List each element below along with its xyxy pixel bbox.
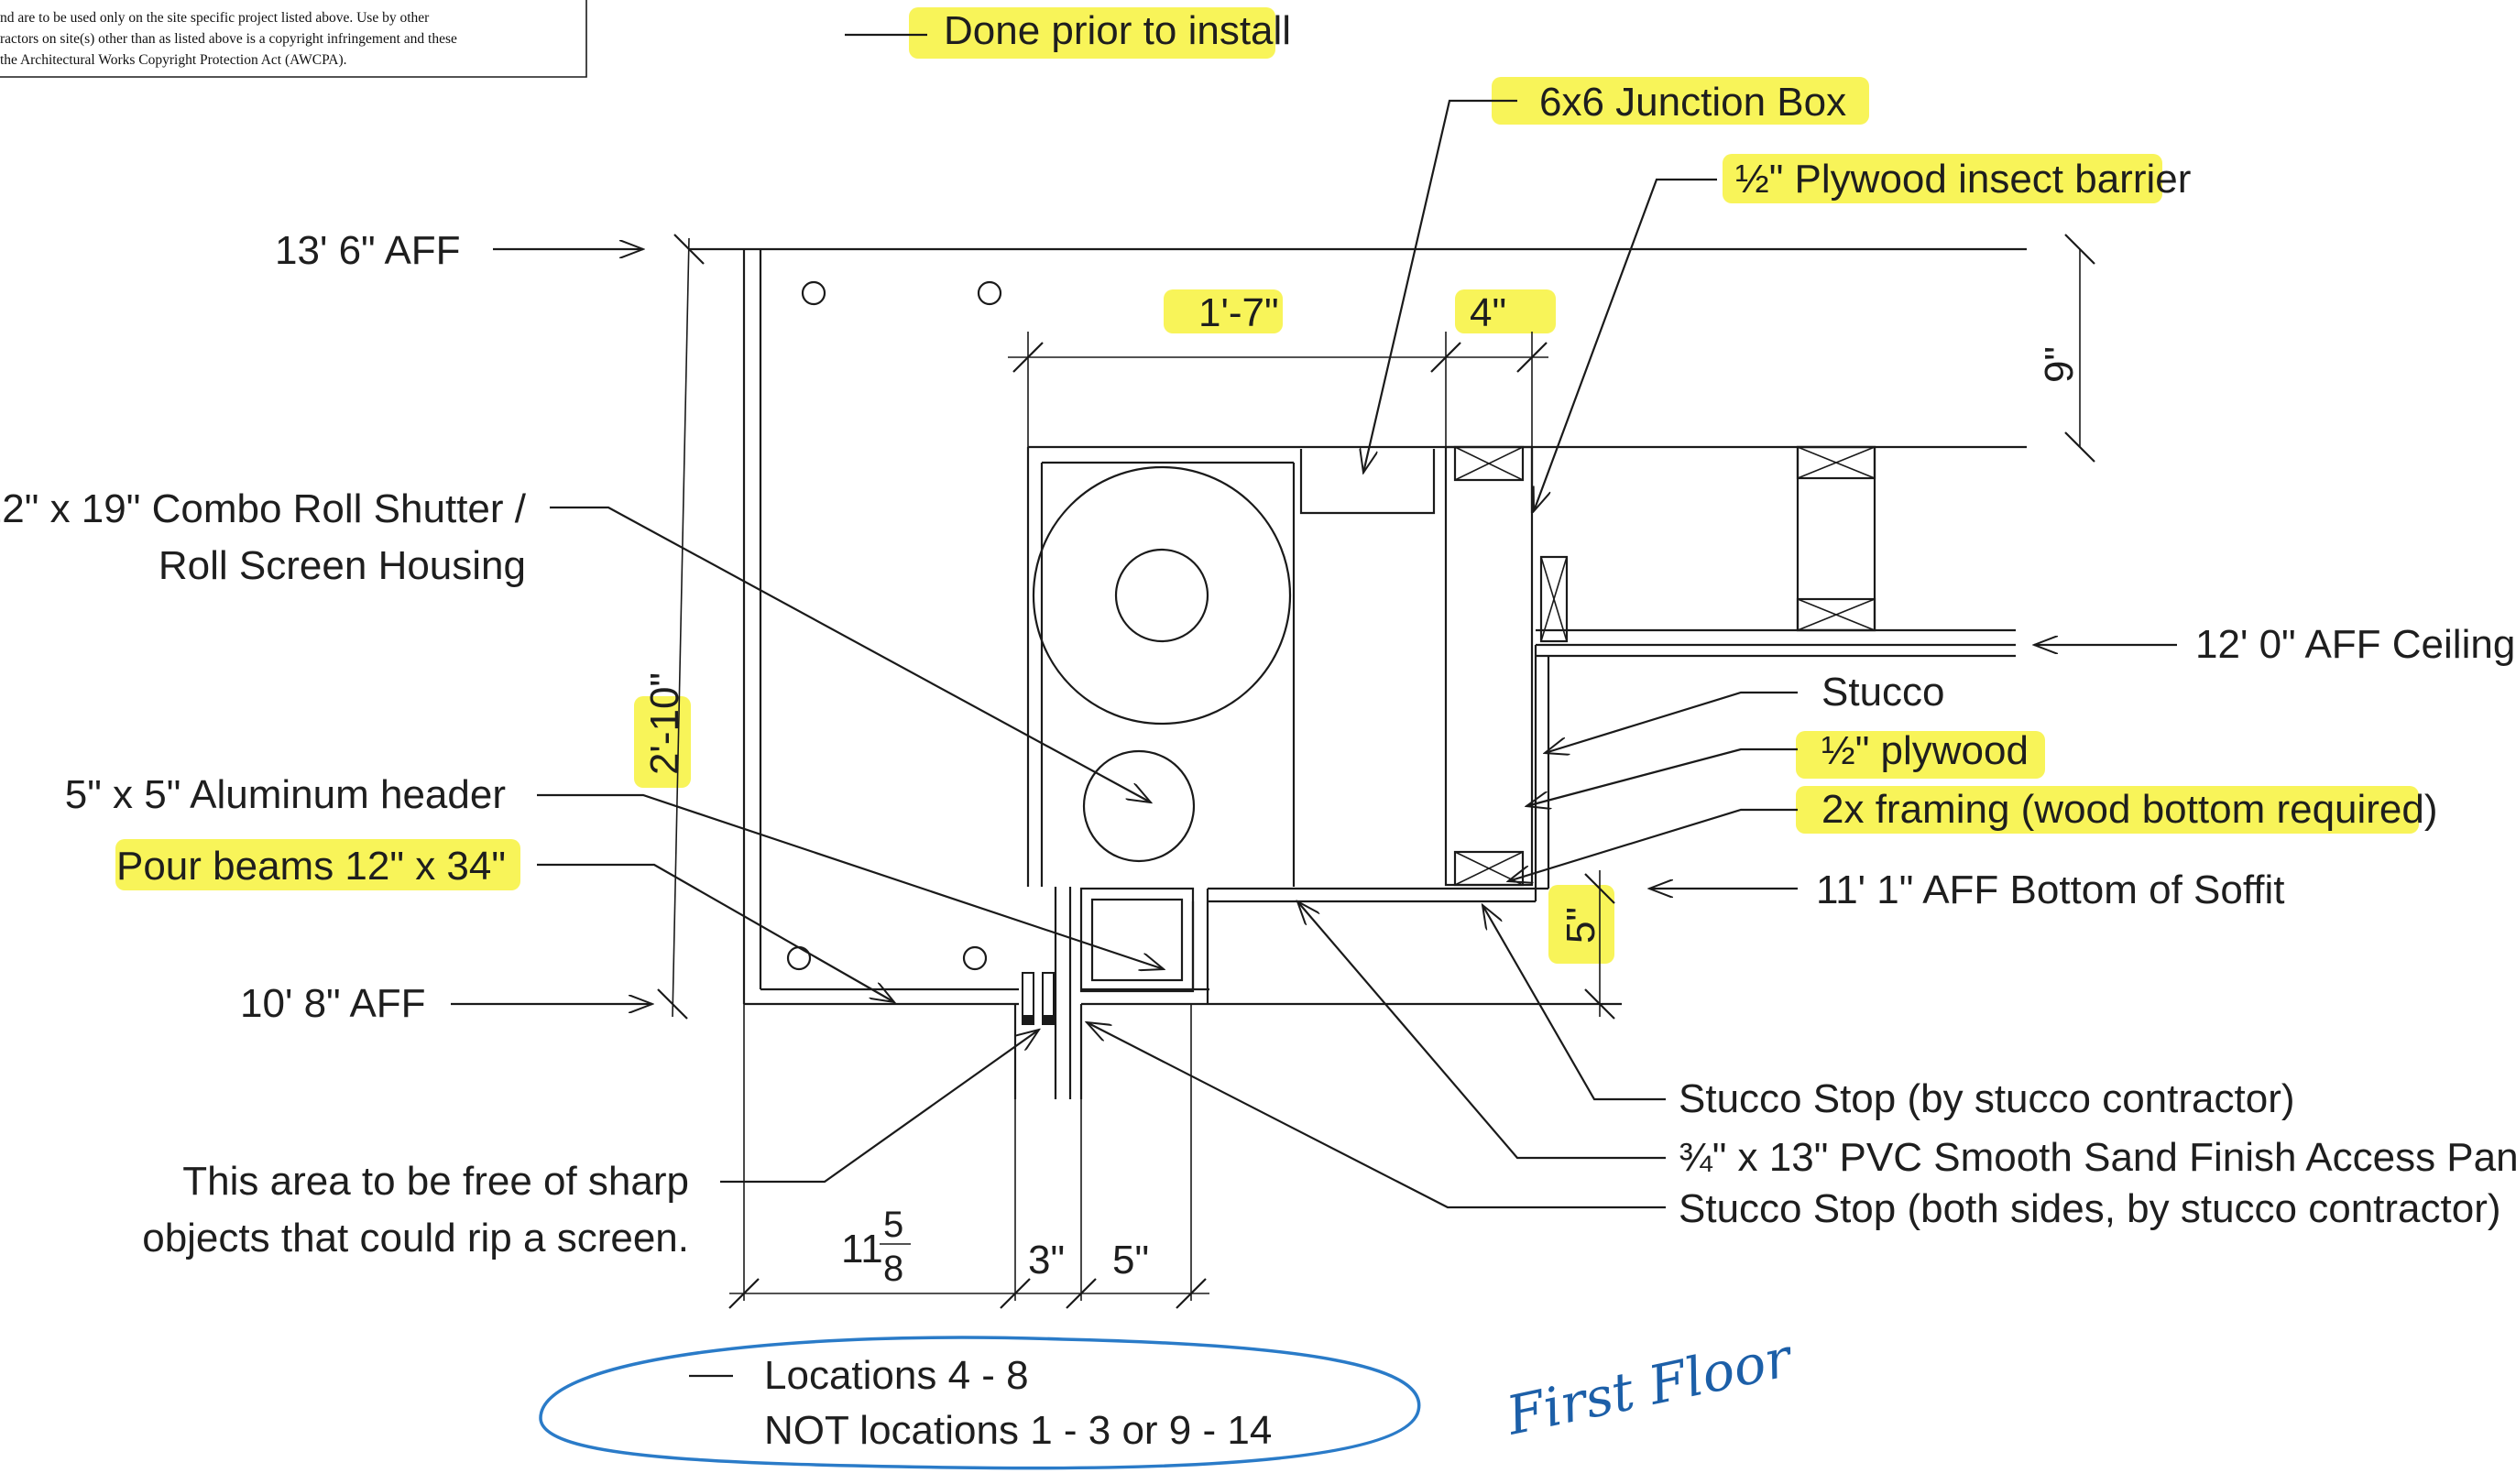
copyright-line-3: the Architectural Works Copyright Protec…	[0, 52, 347, 68]
locations-line-2: NOT locations 1 - 3 or 9 - 14	[764, 1408, 1272, 1453]
dim-11: 11	[841, 1227, 883, 1271]
header-label: 5" x 5" Aluminum header	[65, 772, 506, 817]
labels: 6x6 Junction Box ½" Plywood insect barri…	[0, 80, 2516, 1260]
handwritten-note: First Floor	[1501, 1326, 1799, 1447]
framing-label: 2x framing (wood bottom required)	[1821, 787, 2438, 832]
sharp-objects-line1: This area to be free of sharp	[182, 1159, 689, 1204]
dim-5-8-numerator: 5	[883, 1205, 903, 1245]
dim-3: 3"	[1028, 1238, 1065, 1282]
stucco-stop-2-label: Stucco Stop (both sides, by stucco contr…	[1679, 1186, 2501, 1231]
stucco-stop-1-label: Stucco Stop (by stucco contractor)	[1679, 1076, 2295, 1121]
dim-5-vertical: 5"	[1559, 907, 1603, 944]
access-panel-label: ¾" x 13" PVC Smooth Sand Finish Access P…	[1679, 1135, 2516, 1180]
junction-box-label: 6x6 Junction Box	[1539, 80, 1846, 125]
highlight-mark	[909, 7, 1275, 59]
dim-4: 4"	[1470, 290, 1506, 335]
structure	[689, 247, 2027, 1301]
shutter-label-line2: Roll Screen Housing	[159, 543, 526, 588]
locations-line-1: Locations 4 - 8	[764, 1353, 1029, 1398]
dim-5: 5"	[1112, 1238, 1149, 1282]
dimension-labels: 1'-7" 4" 9" 2'-10" 5" 11 5 8 3" 5"	[642, 290, 2082, 1289]
locations-note: Locations 4 - 8 NOT locations 1 - 3 or 9…	[539, 1336, 1421, 1470]
plywood-barrier-label: ½" Plywood insect barrier	[1735, 157, 2191, 202]
copyright-line-1: nd are to be used only on the site speci…	[0, 10, 430, 26]
locations-oval	[539, 1336, 1421, 1470]
sharp-objects-line2: objects that could rip a screen.	[142, 1216, 689, 1260]
dim-1-7: 1'-7"	[1198, 290, 1279, 335]
dimension-lines	[657, 234, 2095, 1309]
first-floor-handwritten: First Floor	[1501, 1326, 1799, 1447]
pour-beams-label: Pour beams 12" x 34"	[116, 844, 506, 889]
highlight-marks	[115, 77, 2419, 964]
legend-done-prior-label: Done prior to install	[944, 8, 1291, 53]
stucco-label: Stucco	[1821, 670, 1945, 715]
half-plywood-label: ½" plywood	[1821, 728, 2029, 773]
leader-lines	[451, 99, 2177, 1378]
legend-done-prior: Done prior to install	[845, 7, 1291, 59]
dim-9: 9"	[2037, 346, 2082, 383]
copyright-block: nd are to be used only on the site speci…	[0, 0, 587, 78]
dim-2-10: 2'-10"	[642, 672, 687, 775]
copyright-line-2: ractors on site(s) other than as listed …	[0, 31, 457, 47]
elev-12-0-label: 12' 0" AFF Ceiling	[2195, 622, 2515, 667]
dim-5-8-denominator: 8	[883, 1249, 903, 1289]
elev-11-1-label: 11' 1" AFF Bottom of Soffit	[1816, 867, 2285, 912]
elev-10-8-label: 10' 8" AFF	[240, 981, 426, 1026]
elev-13-6-label: 13' 6" AFF	[275, 228, 461, 273]
shutter-label-line1: 12" x 19" Combo Roll Shutter /	[0, 486, 527, 531]
